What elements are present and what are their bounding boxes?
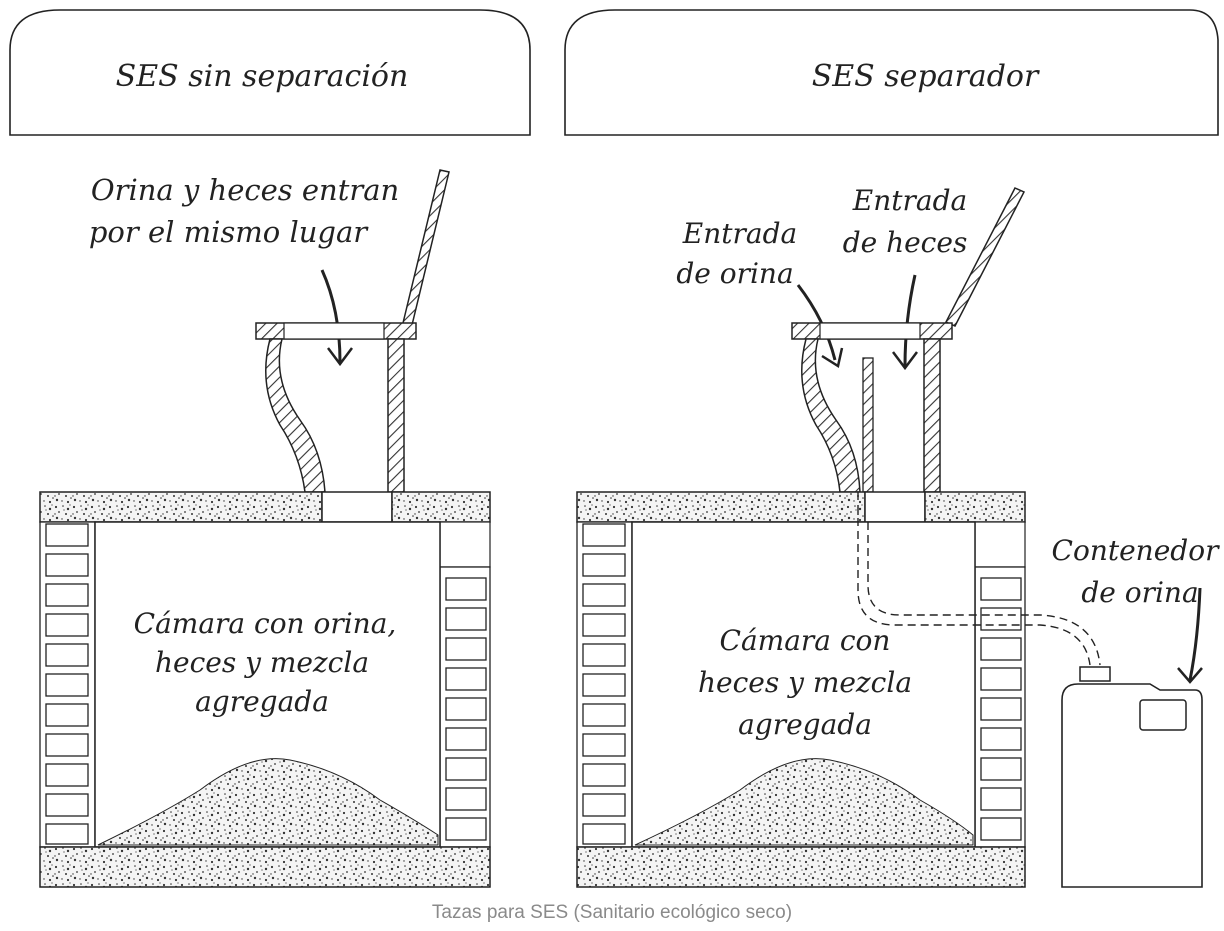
right-chamber-label-line2: heces y mezcla bbox=[698, 666, 912, 699]
right-panel: SES separador Entrada de orina Entrada d… bbox=[564, 9, 1221, 888]
right-divider-wall bbox=[862, 357, 874, 493]
left-chamber-label-line1: Cámara con orina, bbox=[134, 607, 397, 640]
left-brick-wall-right bbox=[439, 566, 491, 848]
right-chamber-label-line3: agregada bbox=[738, 708, 872, 741]
left-chamber-label-line2: heces y mezcla bbox=[155, 646, 369, 679]
container-arrow-head-icon bbox=[1177, 667, 1203, 684]
urine-container bbox=[1061, 666, 1203, 888]
left-title-box bbox=[9, 9, 531, 136]
right-feces-label-line2: de heces bbox=[843, 226, 968, 259]
left-base-slab bbox=[39, 846, 491, 888]
right-compost-pile bbox=[634, 758, 974, 846]
left-compost-pile bbox=[97, 758, 439, 846]
right-feces-label-line1: Entrada bbox=[852, 184, 967, 217]
right-feces-arrow bbox=[903, 274, 917, 367]
figure-caption: Tazas para SES (Sanitario ecológico seco… bbox=[431, 902, 793, 923]
left-toilet-pedestal bbox=[255, 322, 417, 493]
right-feces-arrow-head-icon bbox=[892, 351, 918, 371]
right-urine-arrow bbox=[796, 284, 837, 361]
container-label-line1: Contenedor bbox=[1052, 534, 1221, 567]
right-urine-label-line1: Entrada bbox=[682, 217, 797, 250]
left-panel: SES sin separación Orina y heces entran … bbox=[9, 9, 531, 888]
left-chamber-label-line3: agregada bbox=[195, 685, 329, 718]
container-handle bbox=[1139, 699, 1187, 731]
left-arrow-head-icon bbox=[327, 347, 353, 367]
left-vent-pipe bbox=[402, 169, 450, 326]
right-base-slab bbox=[576, 846, 1026, 888]
right-top-slab bbox=[576, 491, 1026, 568]
right-title-box bbox=[564, 9, 1219, 136]
ses-diagram: SES sin separación Orina y heces entran … bbox=[9, 9, 1221, 888]
container-label-line2: de orina bbox=[1081, 576, 1198, 609]
left-inlet-label-line2: por el mismo lugar bbox=[89, 215, 369, 249]
right-title: SES separador bbox=[812, 59, 1040, 94]
right-vent-pipe bbox=[944, 187, 1026, 327]
right-urine-pipe bbox=[857, 492, 1091, 666]
left-inlet-label-line1: Orina y heces entran bbox=[91, 173, 399, 207]
right-brick-wall-left bbox=[576, 521, 633, 848]
left-inlet-arrow bbox=[320, 269, 342, 363]
right-urine-arrow-head-icon bbox=[821, 347, 844, 368]
left-title: SES sin separación bbox=[116, 59, 409, 94]
right-chamber-label-line1: Cámara con bbox=[720, 624, 891, 657]
right-toilet-pedestal bbox=[791, 322, 953, 493]
left-brick-wall-left bbox=[39, 521, 96, 848]
right-brick-wall-right bbox=[974, 566, 1026, 848]
container-arrow bbox=[1188, 587, 1202, 681]
right-urine-label-line2: de orina bbox=[676, 257, 793, 290]
